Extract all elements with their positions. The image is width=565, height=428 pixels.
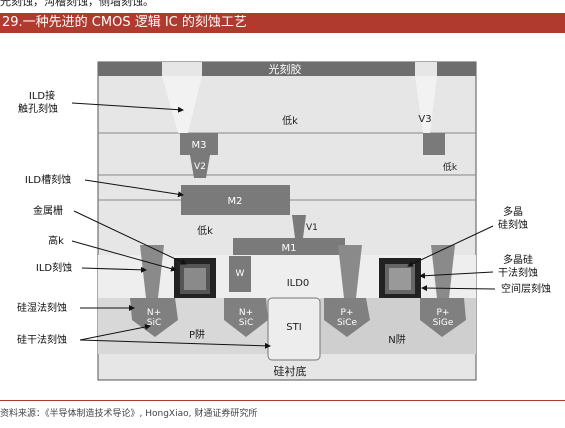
v1-label: V1: [306, 223, 318, 233]
m3-block: [180, 133, 218, 155]
ild-etch-label: ILD刻蚀: [36, 261, 72, 274]
metal-gate-label: 金属栅: [33, 204, 63, 217]
poly-etch-line1: 多晶: [503, 205, 523, 218]
figure-title-bar: 29.一种先进的 CMOS 逻辑 IC 的刻蚀工艺: [0, 13, 565, 33]
psige-left-line2: SiCe: [337, 318, 357, 328]
right-callouts: 多晶 硅刻蚀 多晶硅 干法刻蚀 空间层刻蚀: [407, 205, 551, 295]
high-k-label: 高k: [48, 234, 64, 247]
photoresist-label: 光刻胶: [269, 62, 302, 76]
figure-title: 29.一种先进的 CMOS 逻辑 IC 的刻蚀工艺: [2, 15, 247, 30]
psige-right: [420, 298, 466, 337]
source-note: 资料来源：《半导体制造技术导论》, HongXiao, 财通证券研究所: [0, 409, 258, 419]
m3-right-block: [423, 133, 445, 155]
poly-etch-line2: 硅刻蚀: [498, 218, 528, 231]
sti-label: STI: [286, 322, 301, 333]
bottom-rule: [0, 400, 565, 401]
poly-dry-etch-line1: 多晶硅: [503, 253, 533, 266]
si-wet-etch-label: 硅湿法刻蚀: [17, 301, 67, 314]
m1-block: [233, 238, 345, 255]
ild-trench-etch-label: ILD槽刻蚀: [25, 173, 71, 186]
intro-text: 光刻蚀，沟槽刻蚀，侧墙刻蚀。: [0, 0, 154, 8]
w-label: W: [236, 269, 245, 279]
ild-contact-etch-line1: ILD接: [29, 89, 55, 102]
psige-right-line1: P+: [437, 308, 450, 318]
psige-left-line1: P+: [341, 308, 354, 318]
v2-label: V2: [194, 162, 206, 172]
spacer-etch-label: 空间层刻蚀: [501, 282, 551, 295]
psige-right-line2: SiGe: [433, 318, 454, 328]
si-dry-etch-label: 硅干法刻蚀: [17, 333, 67, 346]
left-callouts: ILD接 触孔刻蚀 ILD槽刻蚀 金属栅 高k ILD刻蚀 硅湿法刻蚀 硅干法刻…: [17, 89, 271, 349]
device-cross-section: 光刻胶 V3 低k M3 V2 低k M2 V1 低k M1 ILD0: [97, 61, 477, 381]
v1-via: [292, 215, 306, 238]
nsic-right-line1: N+: [239, 308, 253, 318]
ild0-label: ILD0: [287, 278, 310, 289]
n-well-label: N阱: [388, 333, 405, 346]
low-k-right-label: 低k: [443, 161, 458, 173]
m2-label: M2: [228, 196, 243, 207]
nsic-left-line2: SiC: [147, 318, 162, 328]
v3-label: V3: [418, 114, 431, 125]
m3-label: M3: [192, 140, 207, 151]
substrate-label: 硅衬底: [274, 364, 307, 378]
v2-via: [190, 155, 210, 178]
nsic-right: [224, 298, 268, 337]
m2-block: [181, 185, 290, 215]
low-k-mid-label: 低k: [197, 224, 213, 237]
nsic-left-line1: N+: [147, 308, 161, 318]
p-well-label: P阱: [189, 328, 205, 341]
low-k-top-label: 低k: [282, 114, 298, 127]
nsic-right-line2: SiC: [239, 318, 254, 328]
ild-contact-etch-line2: 触孔刻蚀: [18, 102, 58, 115]
psige-left: [324, 298, 370, 337]
sti-region: [267, 297, 321, 361]
w-plug: [229, 256, 251, 292]
etch-process-diagram: 光刻胶 V3 低k M3 V2 低k M2 V1 低k M1 ILD0: [0, 40, 565, 392]
intro-text-fragment: 光刻蚀，沟槽刻蚀，侧墙刻蚀。: [0, 0, 565, 10]
m1-label: M1: [282, 243, 297, 254]
poly-dry-etch-line2: 干法刻蚀: [498, 266, 538, 279]
